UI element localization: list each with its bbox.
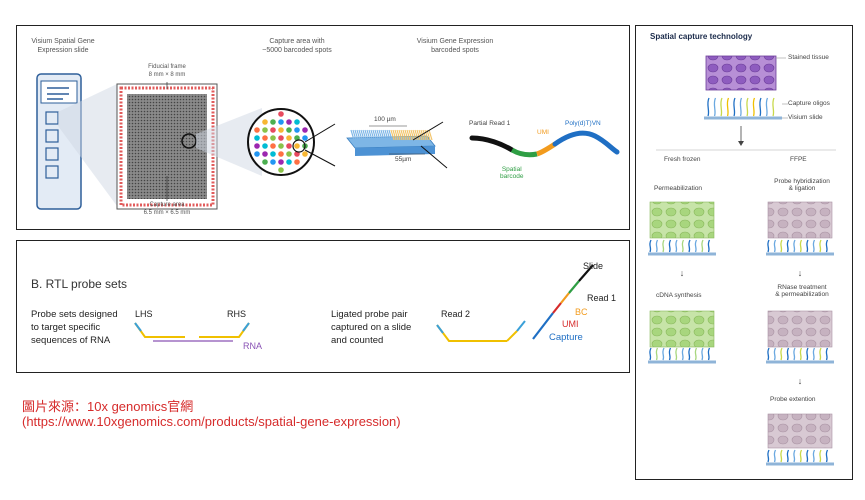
capture-area-label: Capture area with ~5000 barcoded spots: [262, 38, 332, 54]
spot-oligo-stack: [346, 121, 448, 169]
umi-label: UMI: [537, 129, 549, 136]
probe-ext-label: Probe extention: [770, 396, 816, 403]
stained-tissue-block: [705, 55, 786, 91]
spatial-capture-figure: ↓ ↓ ↓: [648, 55, 836, 466]
svg-text:↓: ↓: [680, 268, 685, 278]
rna-label: RNA: [243, 341, 263, 351]
polyd-label: Poly(d)T)VN: [565, 120, 601, 127]
probe-hyb-label: Probe hybridization & ligation: [774, 178, 830, 192]
bc-label: BC: [575, 307, 588, 317]
read1-label: Read 1: [587, 293, 617, 303]
visium-slide-label: Visium slide: [788, 114, 823, 121]
visium-overview-figure: [36, 73, 620, 210]
source-line1: 圖片來源：10x genomics官網: [22, 399, 194, 414]
spatial-capture-panel: ↓ ↓ ↓ Spatial capture technology Stained…: [635, 25, 853, 480]
rtl-probe-figure: [134, 264, 594, 342]
spatial-barcode-label: Spatial barcode: [500, 166, 524, 180]
um100-label: 100 µm: [374, 116, 396, 123]
barcoded-spots-circle: [247, 108, 336, 176]
ffpe-label: FFPE: [790, 156, 807, 163]
rhs-label: RHS: [227, 309, 247, 319]
capture-label: Capture: [549, 332, 583, 343]
cdna-label: cDNA synthesis: [656, 292, 702, 299]
slide-label: Visium Spatial Gene Expression slide: [31, 38, 95, 54]
rnase-label: RNase treatment & permeabilization: [775, 284, 829, 298]
permeabilization-label: Permeabilization: [654, 185, 703, 192]
ligated-probe-pair: [436, 320, 526, 342]
um55-label: 55µm: [395, 156, 412, 163]
umi-label-rtl: UMI: [562, 319, 579, 329]
read2-label: Read 2: [441, 309, 471, 319]
probe-pair: [134, 322, 250, 342]
gene-spots-label: Visium Gene Expression barcoded spots: [416, 38, 494, 54]
svg-text:↓: ↓: [798, 268, 803, 278]
capture-size-label: Capture area 6.5 mm × 6.5 mm: [143, 202, 191, 216]
fiducial-label: Fiducial frame 8 mm × 8 mm: [148, 64, 186, 78]
fresh-frozen-label: Fresh frozen: [664, 156, 701, 163]
ligated-description: Ligated probe pair captured on a slide a…: [331, 309, 412, 346]
lhs-label: LHS: [135, 309, 153, 319]
visium-overview-panel: Visium Spatial Gene Expression slide Cap…: [16, 25, 630, 230]
capture-oligos-label: Capture oligos: [788, 100, 830, 107]
rtl-title: B. RTL probe sets: [31, 277, 128, 291]
right-panel-title: Spatial capture technology: [650, 32, 753, 41]
probe-description: Probe sets designed to target specific s…: [31, 309, 118, 346]
partial-read-label: Partial Read 1: [469, 120, 511, 127]
oligo-strand: [469, 130, 620, 158]
rtl-probe-panel: B. RTL probe sets Probe sets designed to…: [16, 240, 630, 373]
source-line2: (https://www.10xgenomics.com/products/sp…: [22, 414, 401, 429]
svg-text:↓: ↓: [798, 376, 803, 386]
slide-label-rtl: Slide: [583, 261, 604, 271]
stained-tissue-label: Stained tissue: [788, 54, 829, 61]
slide-oligo: [532, 264, 594, 340]
